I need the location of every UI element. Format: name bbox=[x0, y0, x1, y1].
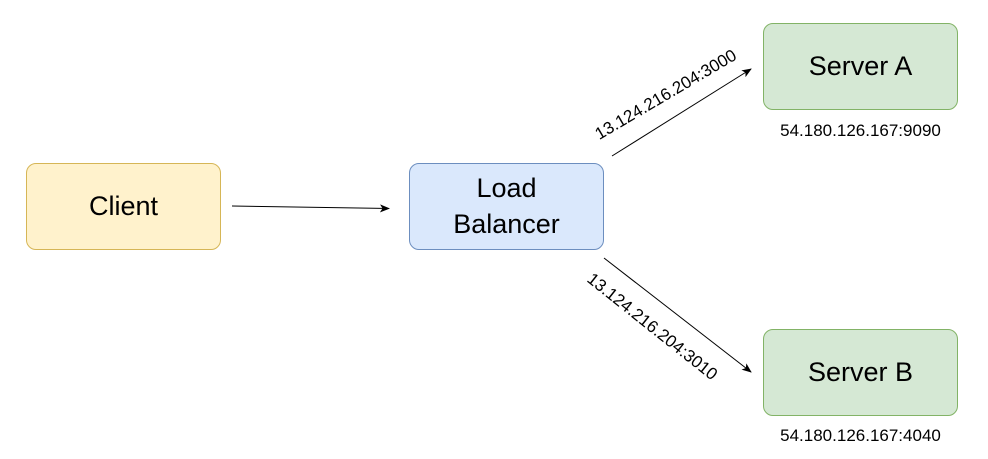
server-b-node[interactable]: Server B bbox=[763, 329, 958, 416]
server-b-address: 54.180.126.167:4040 bbox=[780, 426, 941, 445]
arrow-client-to-load-balancer bbox=[231, 204, 390, 213]
server-a-address: 54.180.126.167:9090 bbox=[780, 121, 941, 140]
server-a-label: Server A bbox=[808, 50, 913, 81]
client-node[interactable]: Client bbox=[26, 163, 221, 250]
load-balancer-node[interactable]: Load Balancer bbox=[409, 163, 604, 250]
load-balancer-label: Load Balancer bbox=[453, 173, 560, 239]
arrow-load-balancer-to-server-b bbox=[603, 257, 752, 373]
client-label: Client bbox=[88, 190, 159, 221]
server-a-node[interactable]: Server A bbox=[763, 23, 958, 110]
server-b-label: Server B bbox=[807, 356, 914, 387]
arrow-load-balancer-to-server-a bbox=[611, 68, 752, 157]
